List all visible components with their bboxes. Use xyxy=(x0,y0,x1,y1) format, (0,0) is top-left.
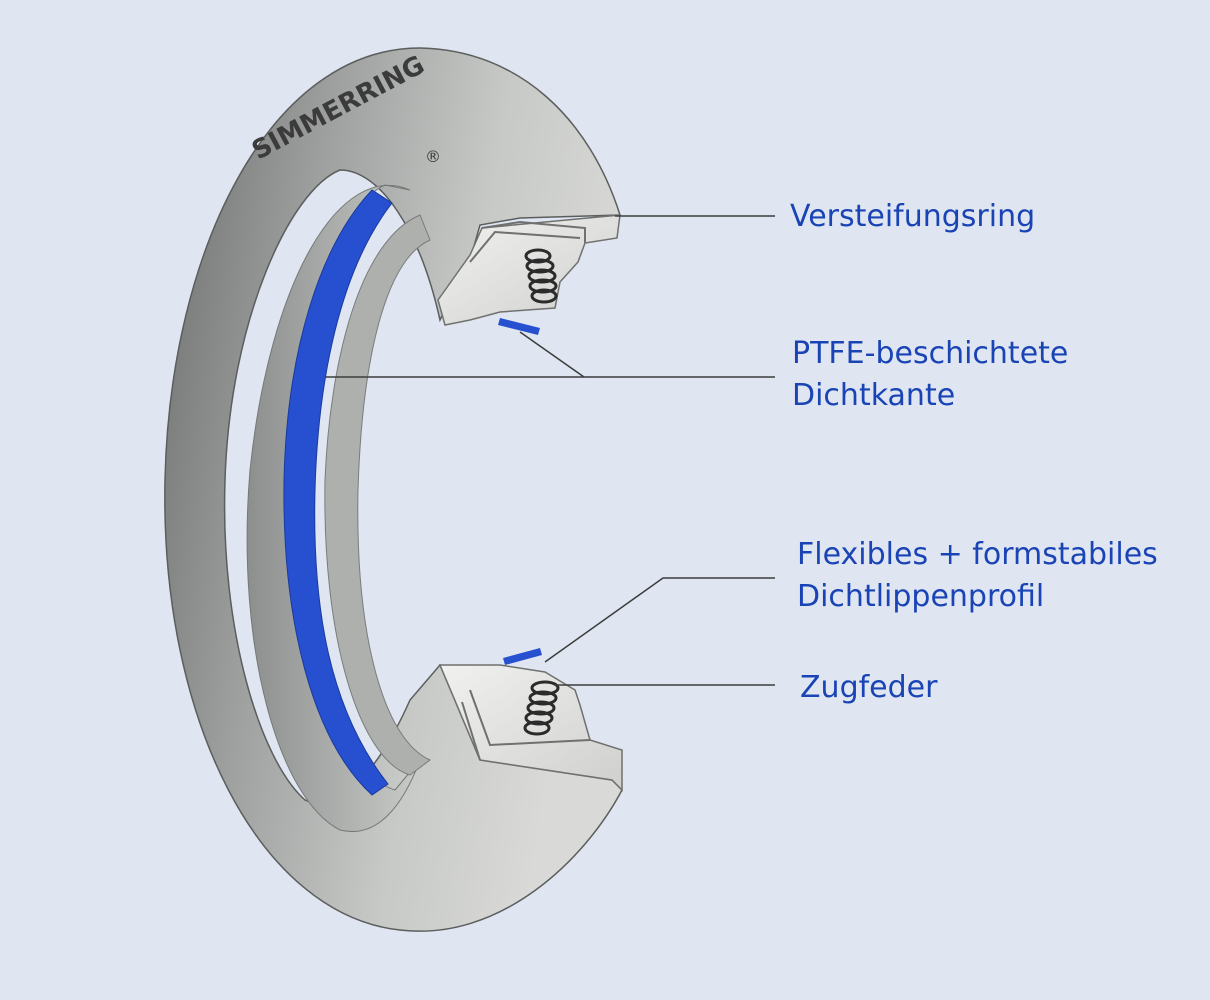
leader-lines xyxy=(325,215,775,686)
label-versteifungsring-text: Versteifungsring xyxy=(790,199,1036,234)
label-dichtlippe-line2: Dichtlippenprofil xyxy=(797,579,1045,614)
ptfe-coating-band xyxy=(283,189,393,796)
label-zugfeder: Zugfeder xyxy=(800,667,937,709)
label-versteifungsring: Versteifungsring xyxy=(790,196,1035,238)
leader-dichtlippe xyxy=(544,577,775,663)
leader-ptfe-diag xyxy=(519,331,585,378)
label-dichtlippenprofil: Flexibles + formstabiles Dichtlippenprof… xyxy=(797,534,1158,618)
lower-spring-coil xyxy=(523,680,560,736)
upper-spring-coil xyxy=(524,248,558,304)
upper-ptfe-lip xyxy=(498,318,540,335)
label-zugfeder-text: Zugfeder xyxy=(800,670,938,705)
brand-registered-mark: ® xyxy=(425,147,441,166)
label-ptfe-line1: PTFE-beschichtete xyxy=(792,336,1069,371)
label-dichtlippe-line1: Flexibles + formstabiles xyxy=(797,537,1158,572)
lower-cross-section xyxy=(438,664,623,792)
lower-ptfe-lip xyxy=(503,648,542,665)
rubber-ring-body xyxy=(164,47,623,932)
label-ptfe-line2: Dichtkante xyxy=(792,378,956,413)
label-ptfe-dichtkante: PTFE-beschichtete Dichtkante xyxy=(792,333,1068,417)
